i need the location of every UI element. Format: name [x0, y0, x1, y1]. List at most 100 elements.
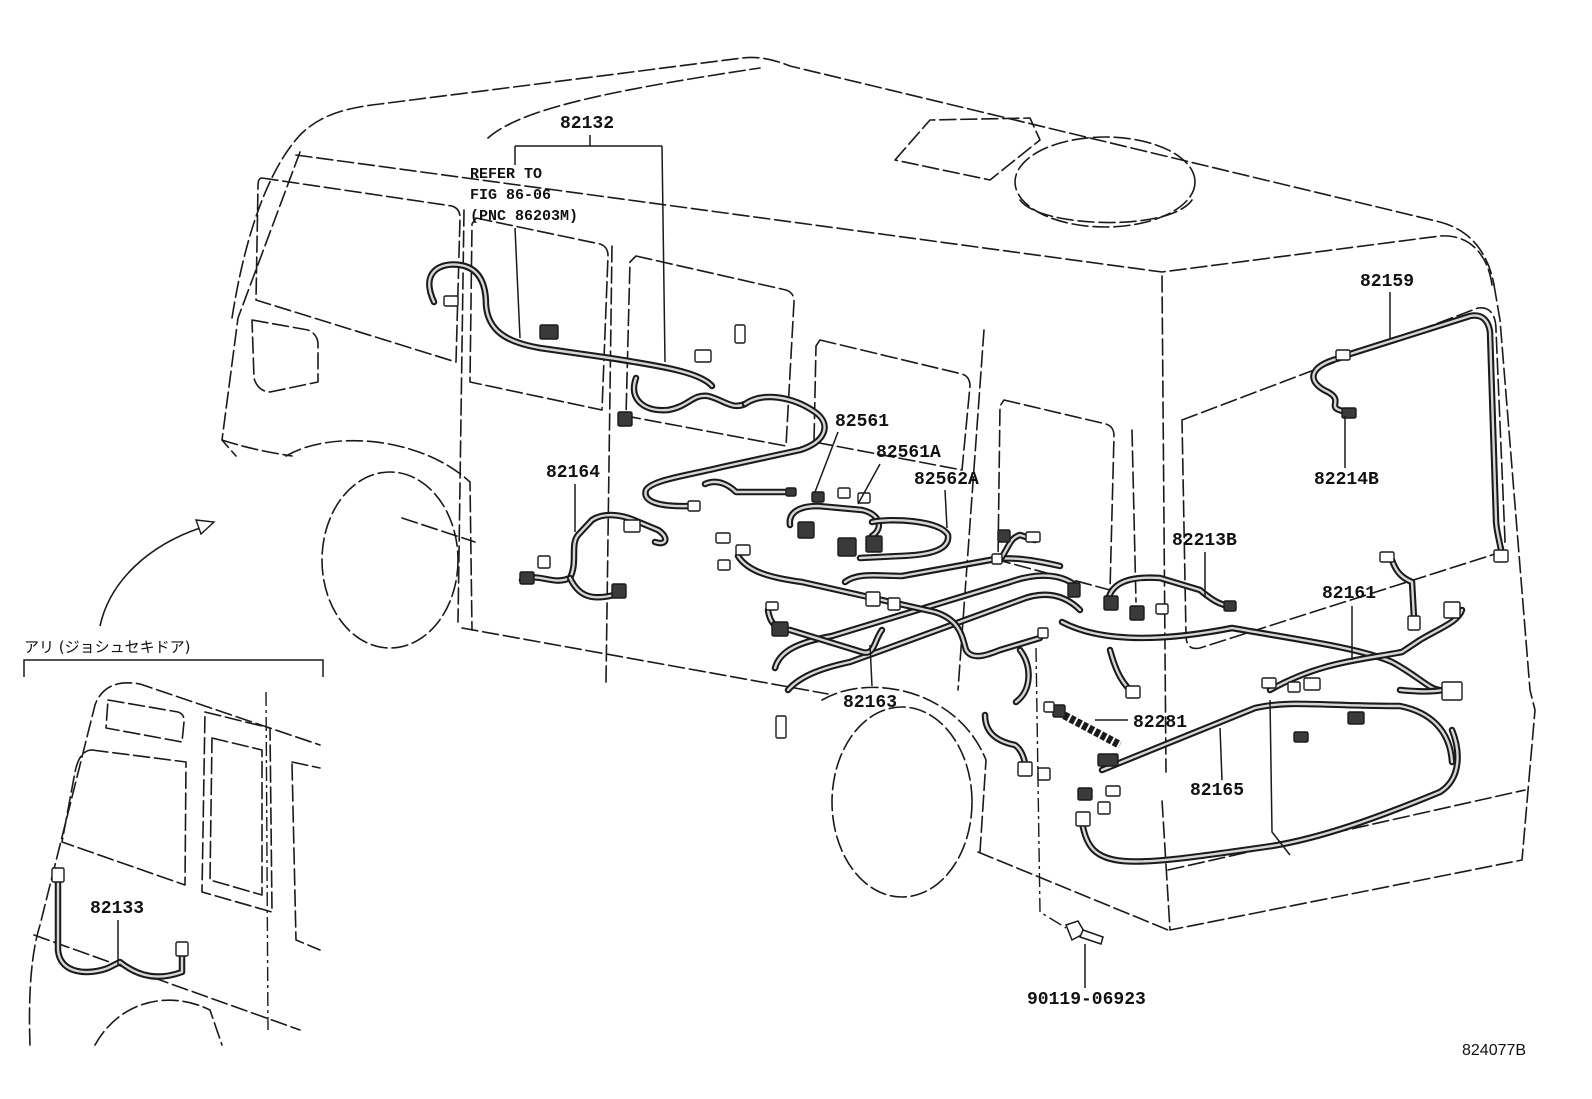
label-82281: 82281 [1133, 713, 1187, 733]
connector [537, 555, 551, 569]
side-window-3 [625, 255, 795, 447]
inset-caption: アリ (ジョシュセキドア) [24, 638, 190, 656]
refer-note-line-1: REFER TO [470, 166, 542, 183]
rear-wheel [831, 706, 973, 898]
connector [687, 500, 701, 512]
connector [539, 324, 559, 340]
connector [785, 487, 797, 497]
label-82213b: 82213B [1172, 531, 1237, 551]
connector [1103, 595, 1119, 611]
connector [1105, 785, 1121, 797]
front-edge [221, 151, 301, 457]
harness-core [1268, 608, 1464, 692]
harness-core [644, 395, 826, 508]
connector [1025, 531, 1041, 543]
inset-upper-window [105, 699, 185, 743]
roof-crease [487, 67, 761, 139]
bolt-shank [1078, 929, 1104, 945]
harness-core [1060, 620, 1442, 692]
harness-core [788, 504, 881, 538]
harness-82561 [786, 502, 952, 562]
roof-ac-dome [1014, 136, 1196, 228]
harness-core [428, 263, 714, 388]
inset-passenger-door [23, 659, 324, 1046]
inset-body-outline [28, 682, 321, 1046]
label-82561: 82561 [835, 412, 889, 432]
harness-82165 [1078, 700, 1461, 865]
leader-82561 [814, 431, 839, 493]
rear-bracket-line [1269, 699, 1291, 856]
connector [1341, 407, 1357, 419]
harness-floor [734, 531, 1134, 774]
roof-outer-edge [231, 56, 1495, 319]
harness-core [520, 513, 667, 582]
connector [1097, 801, 1111, 815]
side-molding [401, 517, 476, 543]
connector [735, 544, 751, 556]
inset-side-window-inner [209, 737, 263, 896]
harness-82159-main [1346, 312, 1506, 560]
connector [1043, 701, 1055, 713]
harness-core [1080, 728, 1459, 863]
connector [51, 867, 65, 883]
connector [837, 537, 857, 557]
connector [519, 571, 535, 585]
bolt-phantom-line [1035, 647, 1067, 929]
connector [1261, 677, 1277, 689]
quarter-window [251, 319, 319, 393]
bolt-90119 [1035, 647, 1104, 945]
label-82159: 82159 [1360, 272, 1414, 292]
harness-core [786, 593, 1082, 692]
harness-core [1312, 356, 1350, 414]
rear-pillar [1131, 429, 1137, 603]
connector [887, 597, 901, 611]
harness-82132 [426, 261, 749, 414]
harness-cross-branch [701, 478, 794, 496]
harness-82213b [1104, 574, 1234, 610]
connector [771, 621, 789, 637]
connector [1223, 600, 1237, 612]
front-bumper [221, 439, 293, 457]
connector [1293, 731, 1309, 743]
side-belt-upper [295, 154, 1493, 286]
sliding-door-front-edge [605, 245, 613, 683]
harness-82159 [1310, 312, 1506, 560]
b-pillar [457, 209, 465, 623]
side-window-5 [997, 399, 1115, 591]
roof-ac-base [1019, 199, 1193, 224]
label-82133: 82133 [90, 899, 144, 919]
connector [865, 535, 883, 553]
leader-82165 [1219, 727, 1223, 781]
harness-core [843, 557, 1062, 584]
figure-id: 824077B [1462, 1042, 1526, 1059]
connector [715, 532, 731, 544]
leader-82132 [514, 135, 666, 363]
harness-floor-long-1 [771, 572, 1080, 672]
side-window-2 [469, 217, 609, 411]
side-sill-front [461, 627, 829, 695]
connector [1097, 753, 1119, 767]
harness-core [858, 519, 950, 560]
harness-core [773, 574, 1078, 670]
harness-core [766, 608, 884, 654]
inset-arrow [99, 519, 216, 627]
rear-corner [1161, 275, 1167, 773]
connector [1129, 605, 1145, 621]
connector [1017, 761, 1033, 777]
inset-arrow-head [194, 519, 216, 536]
harness-82281 [1056, 708, 1122, 749]
connector [1443, 601, 1461, 619]
harness-core [1348, 314, 1504, 558]
label-82163: 82163 [843, 693, 897, 713]
connector [1125, 685, 1141, 699]
connector [1441, 681, 1463, 701]
connector [1407, 615, 1421, 631]
connector [837, 487, 851, 499]
inset-door-line [265, 691, 269, 1031]
connector [765, 601, 779, 611]
side-window-1 [255, 177, 461, 363]
connector [734, 324, 746, 344]
inset-side-window-outer [201, 711, 273, 913]
harness-82161 [1058, 556, 1466, 695]
